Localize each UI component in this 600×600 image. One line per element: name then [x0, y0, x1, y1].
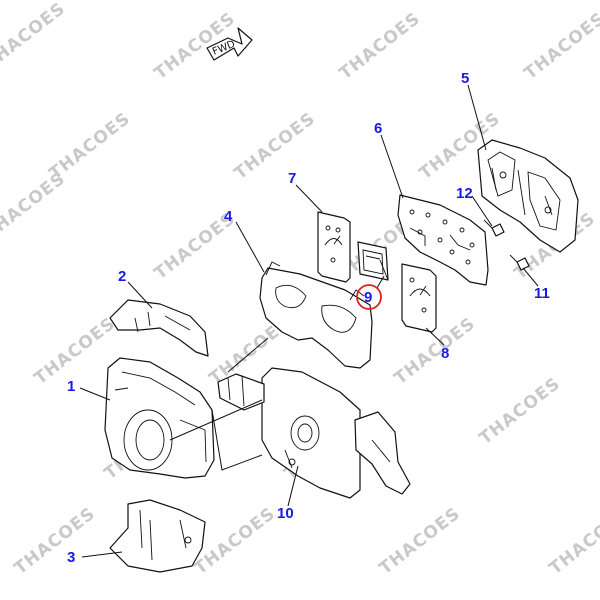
callout-3: 3 — [67, 549, 75, 566]
part-8-gauge-face — [401, 263, 437, 333]
part-3-lower-bracket — [109, 499, 206, 573]
callout-1: 1 — [67, 378, 75, 395]
callout-12: 12 — [456, 185, 473, 202]
watermark: THACOES — [11, 504, 100, 579]
callout-8: 8 — [441, 345, 449, 362]
callout-11: 11 — [534, 285, 550, 302]
part-6-circuit-board — [397, 194, 489, 286]
part-5-bracket — [477, 139, 579, 253]
assembly-guide-lines — [169, 337, 269, 471]
watermark: THACOES — [0, 169, 69, 244]
watermark: THACOES — [476, 374, 565, 449]
callout-9-highlight-ring — [356, 284, 382, 310]
callout-labels: 1 2 3 4 5 6 7 8 9 10 11 12 — [67, 70, 550, 566]
callout-leaders — [79, 84, 539, 558]
watermark: THACOES — [521, 9, 600, 84]
part-9-lens — [357, 241, 389, 281]
part-1-column-cover — [104, 357, 215, 479]
callout-4: 4 — [224, 208, 233, 225]
watermark: THACOES — [191, 504, 280, 579]
watermark: THACOES — [546, 504, 600, 579]
part-12-screw — [483, 219, 505, 237]
watermark: THACOES — [376, 504, 465, 579]
watermark: THACOES — [0, 0, 69, 74]
watermark: THACOES — [336, 9, 425, 84]
part-4-cluster-housing — [259, 261, 373, 369]
part-10-combination-switch — [217, 367, 411, 499]
watermark: THACOES — [231, 109, 320, 184]
callout-6: 6 — [374, 120, 382, 137]
callout-9: 9 — [364, 289, 372, 306]
callout-2: 2 — [118, 268, 126, 285]
part-11-screw — [509, 254, 530, 271]
callout-5: 5 — [461, 70, 469, 87]
part-2-upper-cover — [109, 299, 209, 357]
callout-7: 7 — [288, 170, 296, 187]
callout-10: 10 — [277, 505, 294, 522]
part-7-gauge-face — [317, 211, 351, 283]
